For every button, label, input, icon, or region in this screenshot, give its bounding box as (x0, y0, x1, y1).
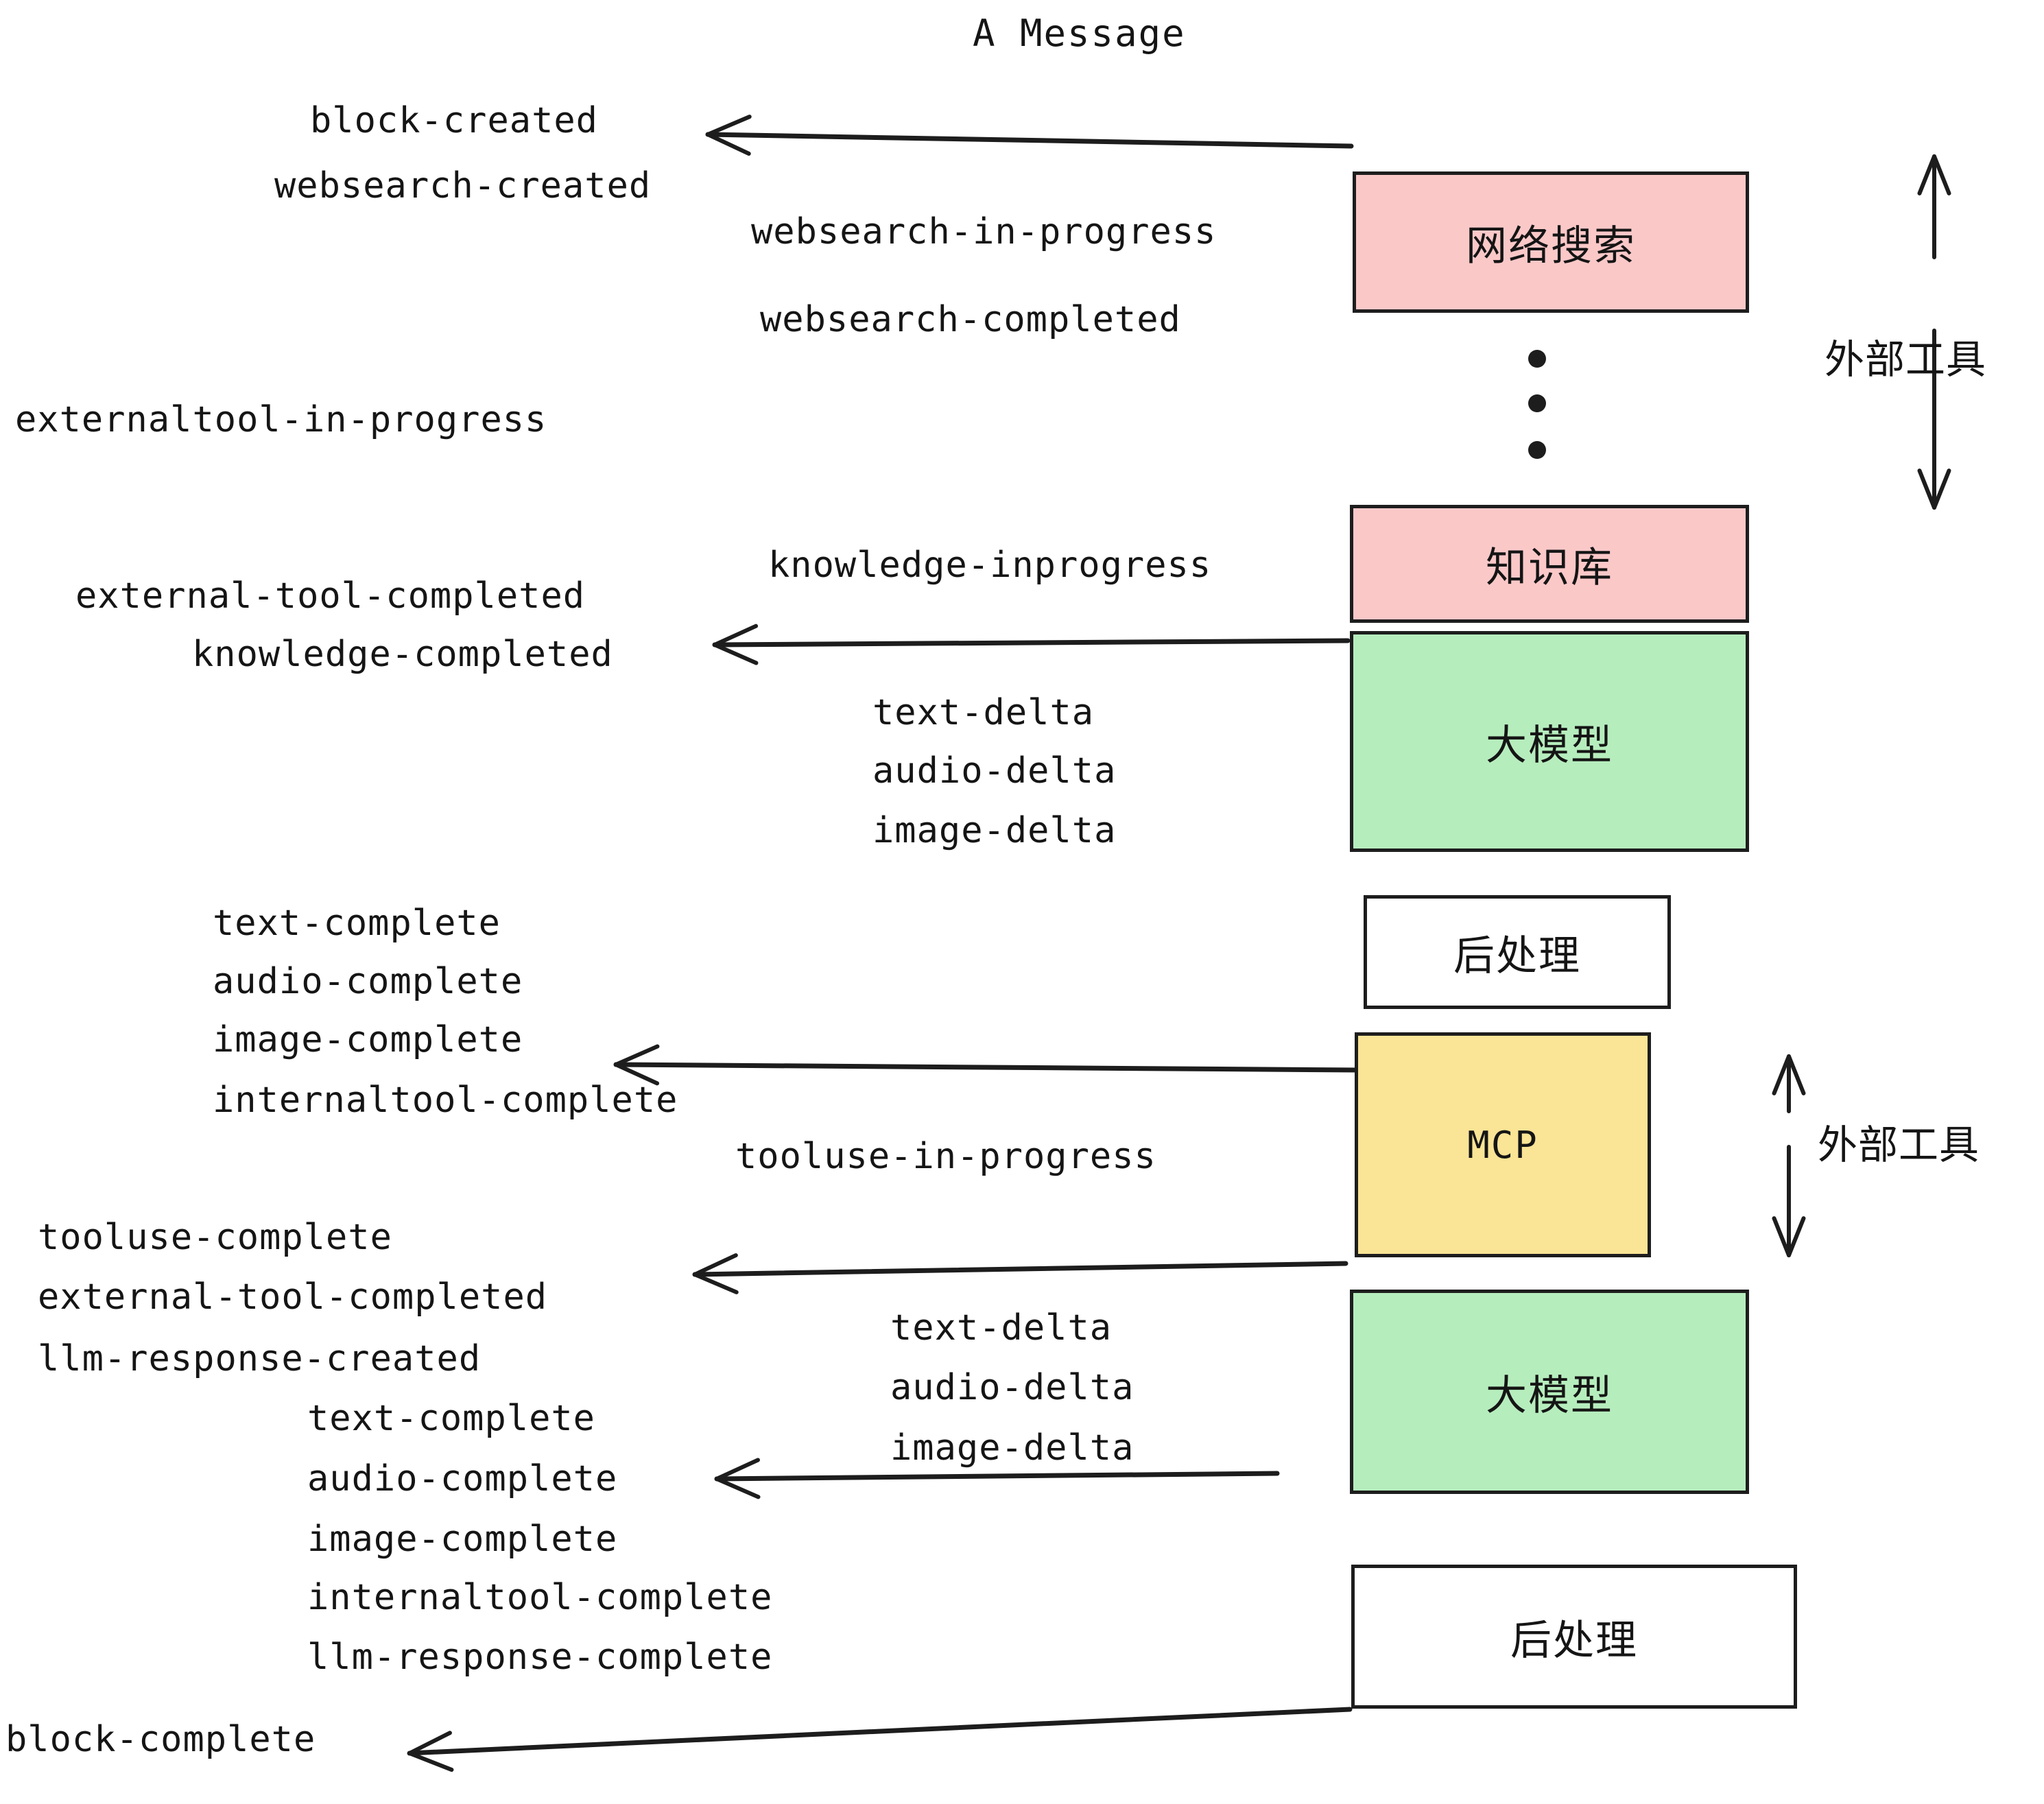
event-label-image-complete-2: image-complete (307, 1519, 618, 1560)
event-label-externaltool-in-progress: externaltool-in-progress (15, 399, 547, 440)
event-label-image-delta-2: image-delta (890, 1427, 1134, 1469)
event-label-block-complete: block-complete (5, 1719, 316, 1760)
ext-tool-down-bottom (1772, 1145, 1806, 1257)
event-label-knowledge-inprogress: knowledge-inprogress (768, 545, 1212, 586)
arrow-audio-complete (714, 1458, 1280, 1499)
box-label: 知识库 (1486, 543, 1613, 592)
arrow-image-complete (613, 1044, 1361, 1086)
event-label-image-delta-1: image-delta (872, 810, 1117, 851)
box-label: 网络搜索 (1466, 222, 1636, 270)
event-label-internaltool-complete-1: internaltool-complete (213, 1080, 678, 1121)
event-label-text-complete-2: text-complete (307, 1398, 595, 1439)
event-label-llm-response-created: llm-response-created (38, 1338, 482, 1379)
box-label: 大模型 (1486, 1371, 1613, 1420)
event-label-image-complete-1: image-complete (213, 1019, 523, 1060)
box-label: 后处理 (1510, 1616, 1638, 1665)
event-label-text-delta-2: text-delta (890, 1307, 1113, 1349)
arrow-tooluse-complete (692, 1253, 1348, 1294)
event-label-text-delta-1: text-delta (872, 692, 1095, 733)
event-label-websearch-in-progress: websearch-in-progress (751, 211, 1217, 252)
event-label-audio-complete-1: audio-complete (213, 961, 523, 1002)
box-label: MCP (1467, 1123, 1538, 1167)
box-postprocess-bottom: 后处理 (1351, 1565, 1797, 1709)
event-label-audio-complete-2: audio-complete (307, 1458, 618, 1499)
box-websearch: 网络搜索 (1353, 171, 1749, 313)
event-label-audio-delta-2: audio-delta (890, 1367, 1134, 1408)
event-label-external-tool-completed-2: external-tool-completed (38, 1277, 548, 1318)
event-label-audio-delta-1: audio-delta (872, 750, 1117, 792)
event-label-llm-response-complete: llm-response-complete (307, 1637, 773, 1678)
event-label-internaltool-complete-2: internaltool-complete (307, 1577, 773, 1618)
ext-tool-up-bottom (1772, 1054, 1806, 1113)
event-label-knowledge-completed: knowledge-completed (192, 634, 613, 675)
box-knowledge: 知识库 (1350, 505, 1749, 623)
event-label-block-created: block-created (310, 100, 598, 141)
page-title: A Message (973, 12, 1186, 55)
event-label-external-tool-completed-1: external-tool-completed (75, 575, 586, 617)
event-label-text-complete-1: text-complete (213, 903, 501, 944)
box-mcp: MCP (1355, 1032, 1651, 1257)
event-label-websearch-created: websearch-created (274, 165, 652, 206)
ellipsis-dot-3 (1528, 441, 1546, 459)
side-label-external-tool-top: 外部工具 (1825, 336, 1987, 383)
event-label-tooluse-in-progress: tooluse-in-progress (735, 1136, 1156, 1177)
box-label: 大模型 (1486, 721, 1613, 770)
event-label-websearch-completed: websearch-completed (760, 299, 1181, 340)
ellipsis-dot-2 (1528, 394, 1546, 412)
box-postprocess-top: 后处理 (1364, 895, 1671, 1009)
arrow-block-created (705, 115, 1354, 156)
arrow-block-complete (407, 1707, 1353, 1772)
ellipsis-dot-1 (1528, 350, 1546, 368)
box-llm-bottom: 大模型 (1350, 1290, 1749, 1494)
event-label-tooluse-complete: tooluse-complete (38, 1217, 392, 1258)
ext-tool-down-top (1917, 329, 1951, 510)
side-label-external-tool-bottom: 外部工具 (1818, 1121, 1980, 1168)
arrow-knowledge-completed (712, 624, 1351, 665)
box-label: 后处理 (1453, 931, 1581, 980)
box-llm-top: 大模型 (1350, 631, 1749, 852)
ext-tool-up-top (1917, 154, 1951, 259)
